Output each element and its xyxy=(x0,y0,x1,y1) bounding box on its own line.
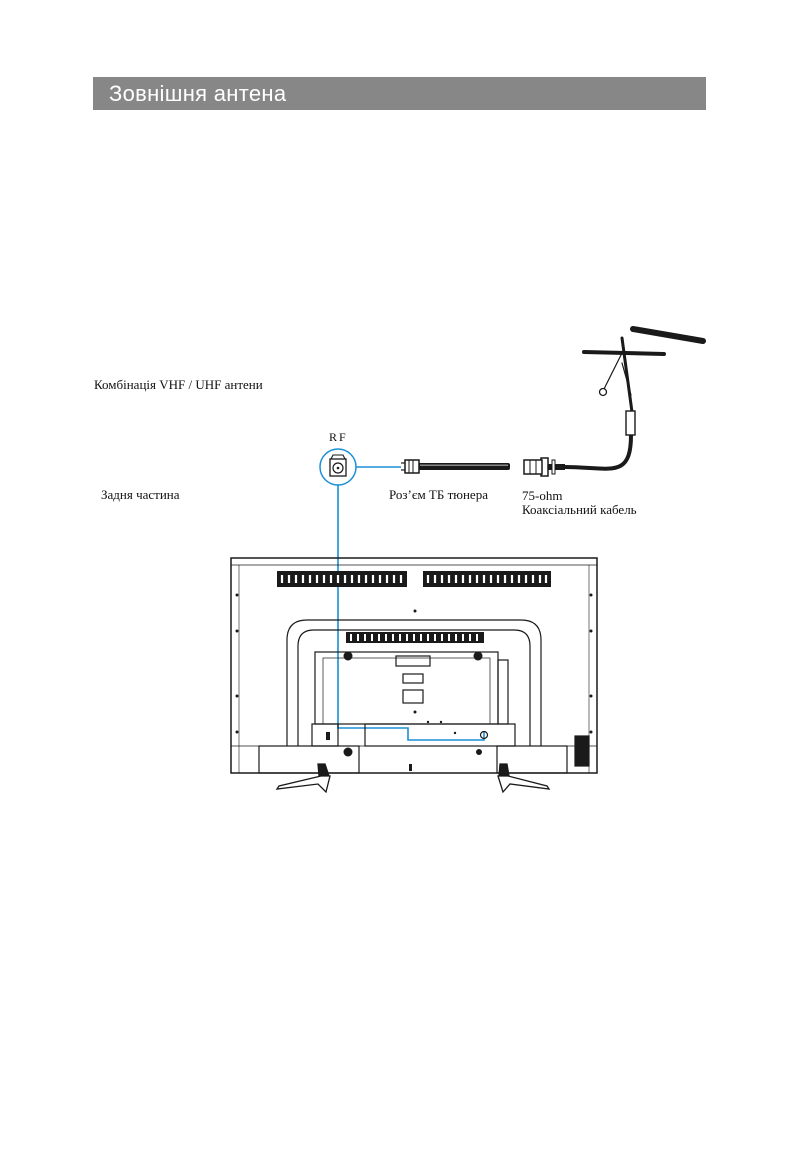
tv-stand xyxy=(275,763,551,794)
antenna-label: Комбінація VHF / UHF антени xyxy=(94,377,263,392)
cable-type-label: Коаксіальний кабель xyxy=(522,502,637,517)
cable-impedance-label: 75-ohm xyxy=(522,488,563,503)
section-title: Зовнішня антена xyxy=(109,81,287,106)
tuner-connector-label: Роз’єм ТБ тюнера xyxy=(389,487,488,502)
section-header: Зовнішня антена xyxy=(93,77,706,110)
tv-rear-panel xyxy=(230,557,598,774)
rf-label: RF xyxy=(329,430,348,444)
rear-part-label: Задня частина xyxy=(101,487,180,502)
rf-port-callout xyxy=(319,448,357,486)
coaxial-cable xyxy=(523,434,633,477)
connection-lines xyxy=(337,466,485,741)
vhf-uhf-antenna-icon xyxy=(582,326,706,436)
tuner-connector-cable xyxy=(401,459,510,474)
